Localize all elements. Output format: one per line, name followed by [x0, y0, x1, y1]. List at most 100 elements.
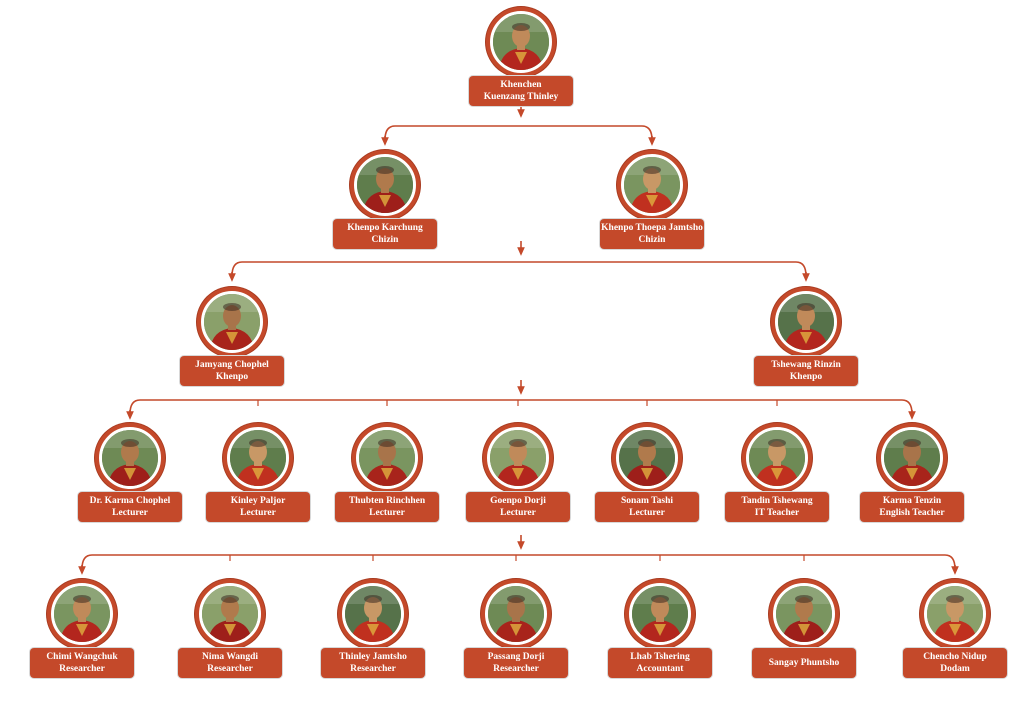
- portrait-photo: [357, 157, 413, 213]
- photo-frame: [617, 150, 687, 220]
- person-name: Lhab Tshering: [630, 652, 690, 662]
- photo-clip: [204, 294, 260, 350]
- name-label: Sangay Phuntsho: [752, 648, 856, 678]
- photo-frame: [769, 579, 839, 649]
- portrait-photo: [102, 430, 158, 486]
- photo-clip: [927, 586, 983, 642]
- person-name: Tshewang Rinzin: [771, 360, 841, 370]
- person-title: Researcher: [59, 664, 105, 674]
- portrait-photo: [749, 430, 805, 486]
- portrait-photo: [632, 586, 688, 642]
- portrait-photo: [345, 586, 401, 642]
- person-title: Dodam: [940, 664, 970, 674]
- person-title: Khenpo: [215, 372, 249, 382]
- portrait-photo: [230, 430, 286, 486]
- connector-bar: [231, 261, 807, 277]
- person-name: Tandin Tshewang: [741, 496, 813, 506]
- person-name: Dr. Karma Chophel: [89, 496, 171, 506]
- person-name: Jamyang Chophel: [195, 360, 269, 370]
- person-title: Lecturer: [240, 508, 276, 518]
- photo-clip: [490, 430, 546, 486]
- portrait-photo: [927, 586, 983, 642]
- photo-clip: [632, 586, 688, 642]
- photo-frame: [95, 423, 165, 493]
- photo-clip: [776, 586, 832, 642]
- photo-clip: [493, 14, 549, 70]
- photo-clip: [619, 430, 675, 486]
- person-name: Thinley Jamtsho: [339, 652, 407, 662]
- person-title: Kuenzang Thinley: [483, 92, 559, 102]
- person-title: Chizin: [371, 235, 399, 245]
- portrait-photo: [202, 586, 258, 642]
- photo-frame: [483, 423, 553, 493]
- portrait-photo: [359, 430, 415, 486]
- portrait-photo: [619, 430, 675, 486]
- photo-clip: [749, 430, 805, 486]
- person-name: Chimi Wangchuk: [46, 652, 118, 662]
- person-name: Karma Tenzin: [882, 496, 942, 506]
- person-name: Goenpo Dorji: [490, 496, 546, 506]
- person-name: Nima Wangdi: [201, 652, 259, 662]
- photo-clip: [359, 430, 415, 486]
- person-title: English Teacher: [879, 508, 945, 518]
- person-name: Kinley Paljor: [230, 496, 286, 506]
- photo-frame: [350, 150, 420, 220]
- photo-frame: [877, 423, 947, 493]
- photo-clip: [102, 430, 158, 486]
- person-name: Khenpo Thoepa Jamtsho: [601, 223, 703, 233]
- person-title: Researcher: [207, 664, 253, 674]
- photo-frame: [352, 423, 422, 493]
- person-name: Chencho Nidup: [923, 652, 987, 662]
- photo-frame: [195, 579, 265, 649]
- photo-frame: [771, 287, 841, 357]
- photo-frame: [197, 287, 267, 357]
- photo-clip: [202, 586, 258, 642]
- person-name: Khenpo Karchung: [347, 223, 423, 233]
- photo-clip: [357, 157, 413, 213]
- portrait-photo: [884, 430, 940, 486]
- person-name: Khenchen: [500, 80, 542, 90]
- portrait-photo: [776, 586, 832, 642]
- person-title: Accountant: [636, 664, 684, 674]
- person-title: Khenpo: [789, 372, 823, 382]
- photo-clip: [778, 294, 834, 350]
- portrait-photo: [624, 157, 680, 213]
- portrait-photo: [204, 294, 260, 350]
- photo-clip: [884, 430, 940, 486]
- connector-bar: [129, 399, 913, 415]
- person-name: Sangay Phuntsho: [768, 658, 840, 668]
- portrait-photo: [493, 14, 549, 70]
- photo-clip: [230, 430, 286, 486]
- photo-clip: [54, 586, 110, 642]
- connector-bar: [81, 554, 956, 570]
- person-title: Lecturer: [369, 508, 405, 518]
- photo-frame: [338, 579, 408, 649]
- person-title: Lecturer: [500, 508, 536, 518]
- photo-clip: [624, 157, 680, 213]
- photo-frame: [481, 579, 551, 649]
- photo-frame: [920, 579, 990, 649]
- person-title: Researcher: [350, 664, 396, 674]
- photo-frame: [742, 423, 812, 493]
- portrait-photo: [778, 294, 834, 350]
- person-title: Chizin: [638, 235, 666, 245]
- person-title: Researcher: [493, 664, 539, 674]
- photo-frame: [612, 423, 682, 493]
- photo-frame: [486, 7, 556, 77]
- photo-clip: [488, 586, 544, 642]
- connector-bar: [384, 125, 653, 141]
- person-title: Lecturer: [629, 508, 665, 518]
